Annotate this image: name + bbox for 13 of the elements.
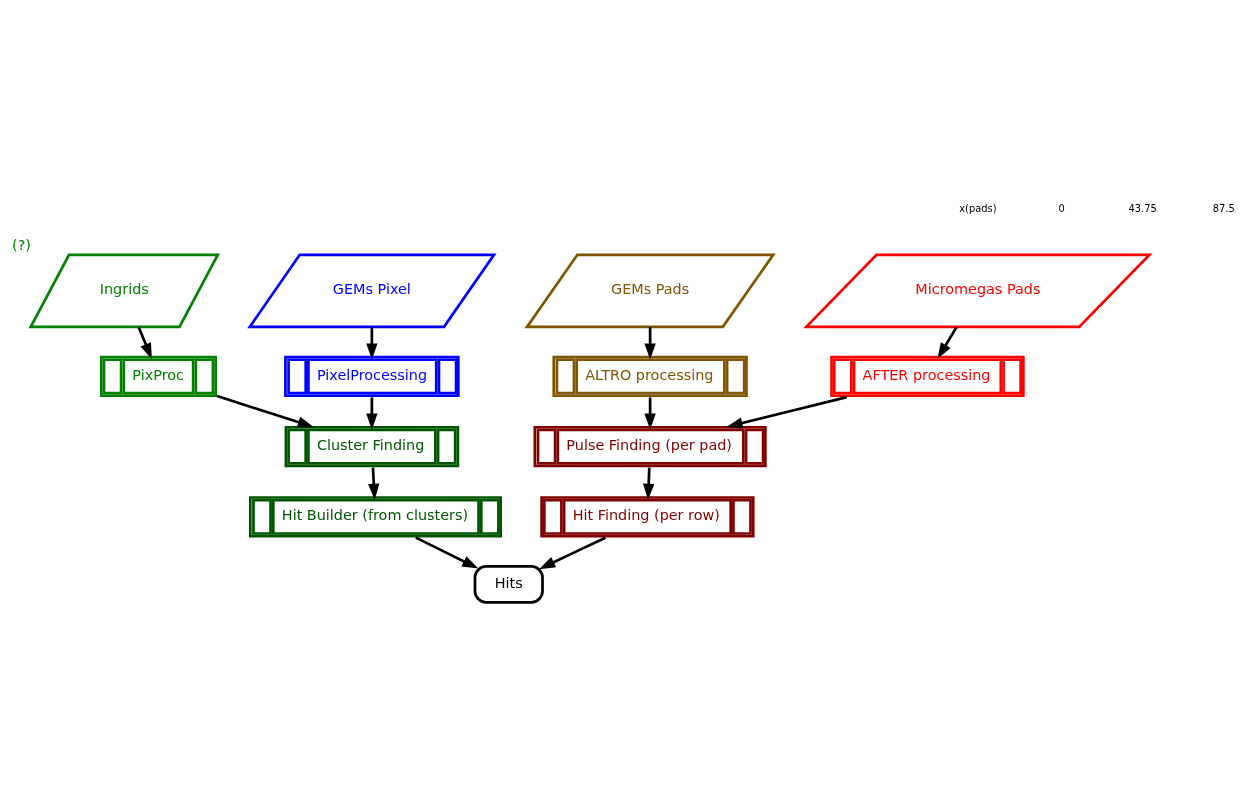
label: 87.5	[1212, 203, 1235, 215]
arrow	[137, 326, 152, 360]
arrow	[216, 394, 314, 428]
arrow	[368, 467, 380, 500]
node-box: Hits	[473, 565, 544, 604]
arrow	[726, 395, 848, 429]
label: 0	[1058, 203, 1065, 215]
node-label: (?)	[12, 237, 31, 254]
arrow	[937, 326, 958, 360]
label: x(pads)	[959, 203, 997, 215]
label: 43.75	[1128, 203, 1157, 215]
arrow	[539, 536, 606, 570]
arrow	[415, 536, 479, 569]
